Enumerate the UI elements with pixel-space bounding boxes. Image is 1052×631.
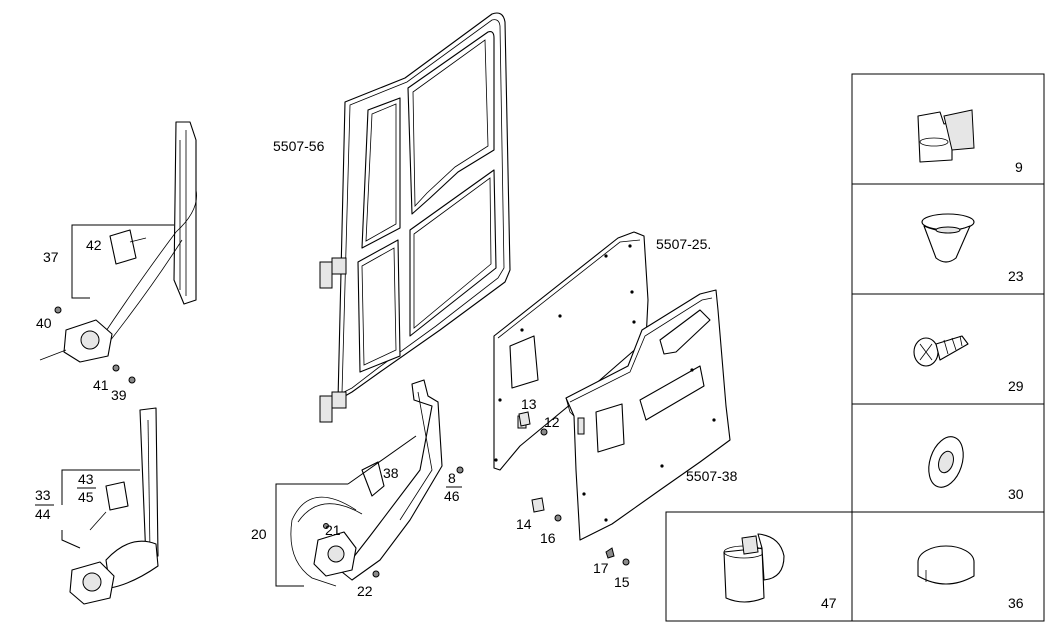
detail-box-30: 30 bbox=[851, 403, 1045, 513]
callout-21: 21 bbox=[325, 522, 341, 538]
callout-8: 8 bbox=[448, 470, 456, 486]
inner-door-panel bbox=[493, 231, 649, 471]
callout-15: 15 bbox=[614, 574, 630, 590]
callout-42: 42 bbox=[86, 237, 102, 253]
callout-22: 22 bbox=[357, 583, 373, 599]
detail-label-36: 36 bbox=[1008, 595, 1024, 611]
detail-label-9: 9 bbox=[1015, 159, 1023, 175]
callout-17: 17 bbox=[593, 560, 609, 576]
window-regulator-upper bbox=[39, 121, 197, 384]
callout-5507-25: 5507-25. bbox=[656, 236, 711, 252]
detail-box-9: 9 bbox=[851, 73, 1045, 185]
detail-box-36: 36 bbox=[851, 511, 1045, 622]
detail-label-29: 29 bbox=[1008, 378, 1024, 394]
callout-16: 16 bbox=[540, 530, 556, 546]
callout-44: 44 bbox=[35, 506, 51, 522]
callout-14: 14 bbox=[516, 516, 532, 532]
leader-20 bbox=[275, 483, 348, 535]
callout-20: 20 bbox=[251, 526, 267, 542]
panel-holes bbox=[494, 244, 636, 462]
callout-40: 40 bbox=[36, 315, 52, 331]
leader-33 bbox=[61, 469, 140, 505]
leader-20b bbox=[275, 535, 304, 587]
callout-46: 46 bbox=[444, 488, 460, 504]
callout-33: 33 bbox=[35, 487, 51, 503]
leader-33b bbox=[61, 530, 81, 549]
callout-5507-38: 5507-38 bbox=[686, 468, 738, 484]
detail-label-30: 30 bbox=[1008, 486, 1024, 502]
leader-37 bbox=[71, 224, 174, 257]
door-trim-panel bbox=[565, 289, 731, 541]
callout-13: 13 bbox=[521, 396, 537, 412]
detail-box-29: 29 bbox=[851, 293, 1045, 405]
callout-12: 12 bbox=[544, 414, 560, 430]
door-frame-assembly bbox=[319, 12, 511, 423]
callout-39: 39 bbox=[111, 387, 127, 403]
window-regulator-lower bbox=[69, 407, 159, 605]
callout-41: 41 bbox=[93, 377, 109, 393]
callout-37: 37 bbox=[43, 249, 59, 265]
detail-box-47: 47 bbox=[665, 511, 853, 622]
detail-label-47: 47 bbox=[821, 595, 837, 611]
fasteners bbox=[518, 411, 630, 566]
callout-5507-56: 5507-56 bbox=[273, 138, 325, 154]
callout-43: 43 bbox=[78, 471, 94, 487]
window-regulator-center bbox=[290, 379, 464, 587]
detail-box-23: 23 bbox=[851, 183, 1045, 295]
callout-38: 38 bbox=[383, 465, 399, 481]
callout-45: 45 bbox=[78, 489, 94, 505]
detail-label-23: 23 bbox=[1008, 268, 1024, 284]
leader-37b bbox=[71, 257, 90, 299]
